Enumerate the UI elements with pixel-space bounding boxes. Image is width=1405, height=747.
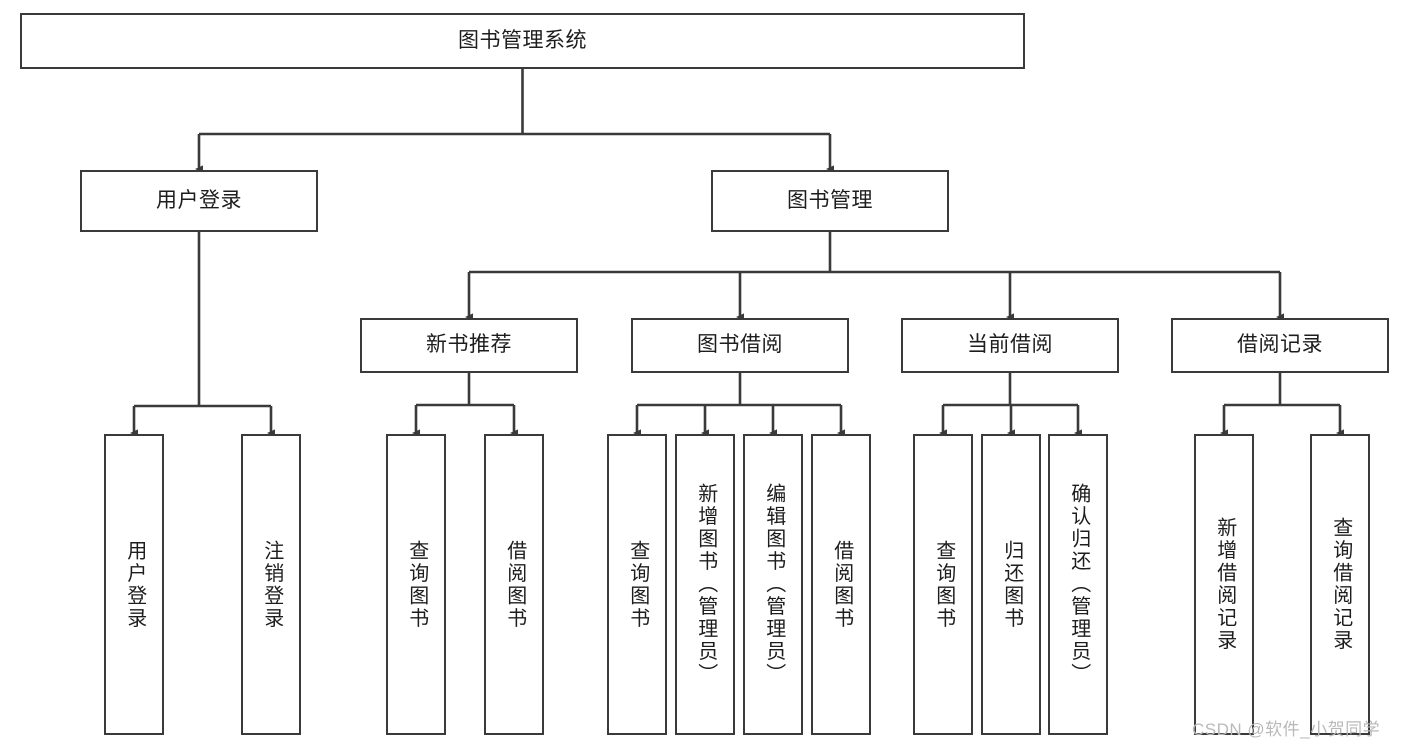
node-book-manage[interactable]: 图书管理 — [711, 170, 949, 232]
node-label: 确认归还（管理员） — [1067, 483, 1090, 686]
node-leaf-edit-book[interactable]: 编辑图书（管理员） — [743, 434, 803, 735]
node-label: 查询图书 — [626, 539, 649, 630]
node-label: 查询借阅记录 — [1329, 517, 1352, 652]
node-label: 新增图书（管理员） — [694, 483, 717, 686]
node-new-book-rec[interactable]: 新书推荐 — [360, 318, 578, 373]
node-label: 图书借阅 — [697, 333, 783, 357]
node-label: 新书推荐 — [426, 333, 512, 357]
node-borrow-record[interactable]: 借阅记录 — [1171, 318, 1389, 373]
node-label: 用户登录 — [156, 188, 242, 212]
node-label: 查询图书 — [932, 539, 955, 630]
node-leaf-query-book-2[interactable]: 查询图书 — [607, 434, 667, 735]
node-label: 新增借阅记录 — [1213, 517, 1236, 652]
node-label: 借阅图书 — [503, 539, 526, 630]
node-leaf-query-book-3[interactable]: 查询图书 — [913, 434, 973, 735]
node-current-borrow[interactable]: 当前借阅 — [901, 318, 1119, 373]
node-label: 用户登录 — [123, 539, 146, 630]
node-label: 编辑图书（管理员） — [762, 483, 785, 686]
node-user-login[interactable]: 用户登录 — [80, 170, 318, 232]
node-label: 注销登录 — [260, 539, 283, 630]
node-label: 图书管理系统 — [458, 28, 587, 52]
node-leaf-add-record[interactable]: 新增借阅记录 — [1194, 434, 1254, 735]
node-label: 查询图书 — [405, 539, 428, 630]
node-leaf-user-login[interactable]: 用户登录 — [104, 434, 164, 735]
node-leaf-query-record[interactable]: 查询借阅记录 — [1310, 434, 1370, 735]
node-book-borrow[interactable]: 图书借阅 — [631, 318, 849, 373]
node-label: 当前借阅 — [967, 333, 1053, 357]
node-label: 归还图书 — [1000, 539, 1023, 630]
node-leaf-add-book[interactable]: 新增图书（管理员） — [675, 434, 735, 735]
node-leaf-query-book-1[interactable]: 查询图书 — [386, 434, 446, 735]
node-label: 图书管理 — [787, 188, 873, 212]
node-leaf-return-book[interactable]: 归还图书 — [981, 434, 1041, 735]
edge-group — [130, 69, 1345, 437]
node-label: 借阅图书 — [830, 539, 853, 630]
node-leaf-borrow-book-2[interactable]: 借阅图书 — [811, 434, 871, 735]
node-leaf-user-logout[interactable]: 注销登录 — [241, 434, 301, 735]
node-root[interactable]: 图书管理系统 — [20, 13, 1025, 69]
node-leaf-borrow-book-1[interactable]: 借阅图书 — [484, 434, 544, 735]
node-leaf-confirm-return[interactable]: 确认归还（管理员） — [1048, 434, 1108, 735]
node-label: 借阅记录 — [1237, 333, 1323, 357]
